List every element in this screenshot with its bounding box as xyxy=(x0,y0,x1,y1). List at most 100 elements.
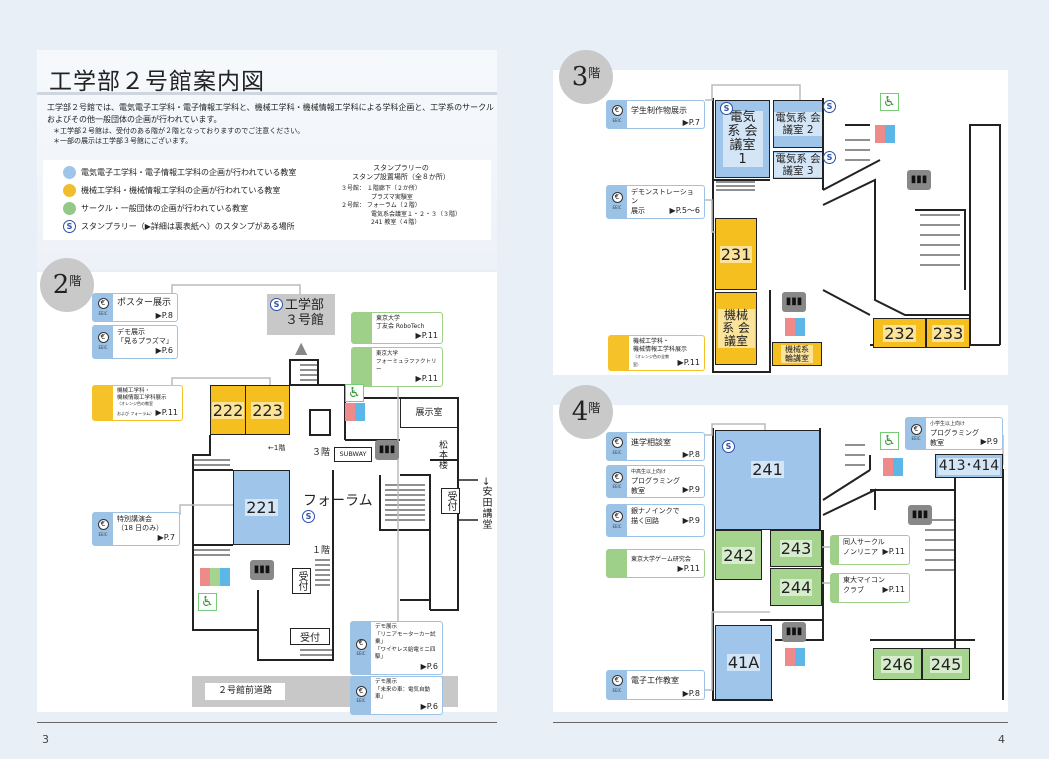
eeic-strip: €EEIC xyxy=(93,513,113,545)
callout-text: 教室 xyxy=(631,486,645,495)
subway-shop: SUBWAY xyxy=(334,447,372,462)
exhibition-room[interactable]: 展示室 xyxy=(400,398,458,428)
room-223[interactable]: 223 xyxy=(245,385,290,435)
room-eecs-meeting-1[interactable]: 電気系 会議室 1 xyxy=(715,100,770,178)
wheelchair-icon: ♿ xyxy=(880,432,899,450)
eeic-label: EEIC xyxy=(356,698,366,703)
callout-text: 電子工作教室 xyxy=(631,676,679,685)
room-eecs-meeting-3[interactable]: 電気系 会議室 3 xyxy=(773,151,823,179)
callout-text: （18 日のみ） xyxy=(117,524,164,532)
building-label: 工学部 xyxy=(285,298,325,313)
reception: 受付 xyxy=(292,568,311,594)
callout-text: 「リニアモーターカー試乗」 xyxy=(375,631,436,646)
room-number: 413･414 xyxy=(937,457,1001,475)
eeic-label: EEIC xyxy=(98,310,108,316)
stamp-locations: スタンプラリーの スタンプ設置場所（全８か所） ３号館： １階廊下（２か所） プ… xyxy=(341,164,461,228)
room-242[interactable]: 242 xyxy=(715,530,762,580)
eeic-label: EEIC xyxy=(612,483,622,489)
stamp-icon: S xyxy=(270,298,283,311)
callout-formula-factory[interactable]: 東京大学フォーミュラファクトリー▶P.11 xyxy=(351,347,443,387)
callout-maicon-club[interactable]: 東大マイコンクラブ▶P.11 xyxy=(830,573,910,603)
yasuda-direction: →安田講堂 xyxy=(480,477,491,531)
callout-text: 機械情報工学科展示 xyxy=(633,345,688,353)
page-ref: ▶P.8 xyxy=(682,450,700,459)
callout-text: 小学生以上向け xyxy=(930,421,966,427)
page-ref: ▶P.6 xyxy=(155,346,173,355)
eeic-bulb-icon: € xyxy=(611,104,623,116)
callout-mech-exhibit[interactable]: 機械工学科・機械情報工学科展示（オレンジ色の全教室）▶P.11 xyxy=(608,335,705,371)
stamp-location: 241 教室（４階） xyxy=(371,219,421,226)
callout-text: 東京大学 xyxy=(376,315,401,322)
room-231[interactable]: 231 xyxy=(715,218,757,290)
legend-label: スタンプラリー（▶詳細は裏表紙へ）のスタンプがある場所 xyxy=(81,222,295,231)
callout-text: デモ展示 xyxy=(375,679,398,685)
orange-dot-icon xyxy=(63,184,76,197)
room-245[interactable]: 245 xyxy=(922,648,970,680)
callout-text: 東京大学ゲーム研究会 xyxy=(631,556,691,563)
callout-game-club[interactable]: 東京大学ゲーム研究会▶P.11 xyxy=(606,549,705,578)
stamp-icon: S xyxy=(823,151,836,164)
stamp-location: ２号館： フォーラム（２階） xyxy=(341,202,421,209)
callout-robotech[interactable]: 東京大学丁友会 RoboTech▶P.11 xyxy=(351,312,443,344)
eeic-strip: €EEIC xyxy=(607,101,627,128)
room-243[interactable]: 243 xyxy=(770,530,822,567)
room-number: 244 xyxy=(779,577,813,597)
room-244[interactable]: 244 xyxy=(770,568,822,606)
room-number: 246 xyxy=(881,654,914,674)
eeic-label: EEIC xyxy=(356,650,366,656)
wheelchair-icon: ♿ xyxy=(198,593,217,611)
room-41a[interactable]: 41A xyxy=(715,625,772,700)
room-mech-seminar[interactable]: 機械系 輪講室 xyxy=(772,342,822,366)
restroom-icon xyxy=(200,568,230,586)
room-221[interactable]: 221 xyxy=(233,470,290,545)
reception: 受付 xyxy=(441,488,460,514)
page-number-right: 4 xyxy=(998,733,1005,746)
callout-text: 機械情報工学科展示 xyxy=(117,394,167,401)
stairs-1f-label: ←1階 xyxy=(268,444,286,452)
room-233[interactable]: 233 xyxy=(926,318,970,348)
room-232[interactable]: 232 xyxy=(873,318,926,348)
eeic-strip: €EEIC xyxy=(93,326,113,358)
restroom-icon xyxy=(345,403,365,421)
elevator-icon: ▮▮▮ xyxy=(250,560,274,580)
callout-text: クラブ xyxy=(843,586,864,594)
elevator-icon: ▮▮▮ xyxy=(375,440,399,460)
eeic-strip: €EEIC xyxy=(607,433,627,460)
legend: 電気電子工学科・電子情報工学科の企画が行われている教室 機械工学科・機械情報工学… xyxy=(43,160,491,240)
guide-header: 工学部２号館案内図 工学部２号館では、電気電子工学科・電子情報工学科と、機械工学… xyxy=(37,50,497,270)
stamp-title: スタンプ設置場所（全８か所） xyxy=(352,173,450,181)
room-number: 41A xyxy=(726,653,761,672)
room-246[interactable]: 246 xyxy=(873,648,922,680)
page-ref: ▶P.8 xyxy=(155,311,173,320)
page-ref: ▶P.6 xyxy=(420,701,438,711)
stamp-location: プラズマ実験室 xyxy=(371,193,413,201)
intro-text: 工学部２号館では、電気電子工学科・電子情報工学科と、機械工学科・機械情報工学科に… xyxy=(47,102,497,146)
callout-text: 同人サークル xyxy=(843,538,885,546)
room-222[interactable]: 222 xyxy=(210,385,246,435)
room-413-414[interactable]: 413･414 xyxy=(935,454,1003,478)
blue-dot-icon xyxy=(63,166,76,179)
callout-mech-exhibit[interactable]: 機械工学科・機械情報工学科展示（オレンジ色の教室および フォーラム）▶P.11 xyxy=(92,385,183,421)
elevator-icon: ▮▮▮ xyxy=(782,622,806,642)
callout-nonlinear[interactable]: 同人サークルノンリニア▶P.11 xyxy=(830,535,910,565)
room-eecs-meeting-2[interactable]: 電気系 会議室 2 xyxy=(773,100,823,148)
eeic-bulb-icon: € xyxy=(97,332,109,343)
arrow-up-icon: ▲ xyxy=(295,338,308,357)
room-number: 242 xyxy=(722,545,755,565)
room-mech-meeting[interactable]: 機械系 会議室 xyxy=(715,292,757,365)
